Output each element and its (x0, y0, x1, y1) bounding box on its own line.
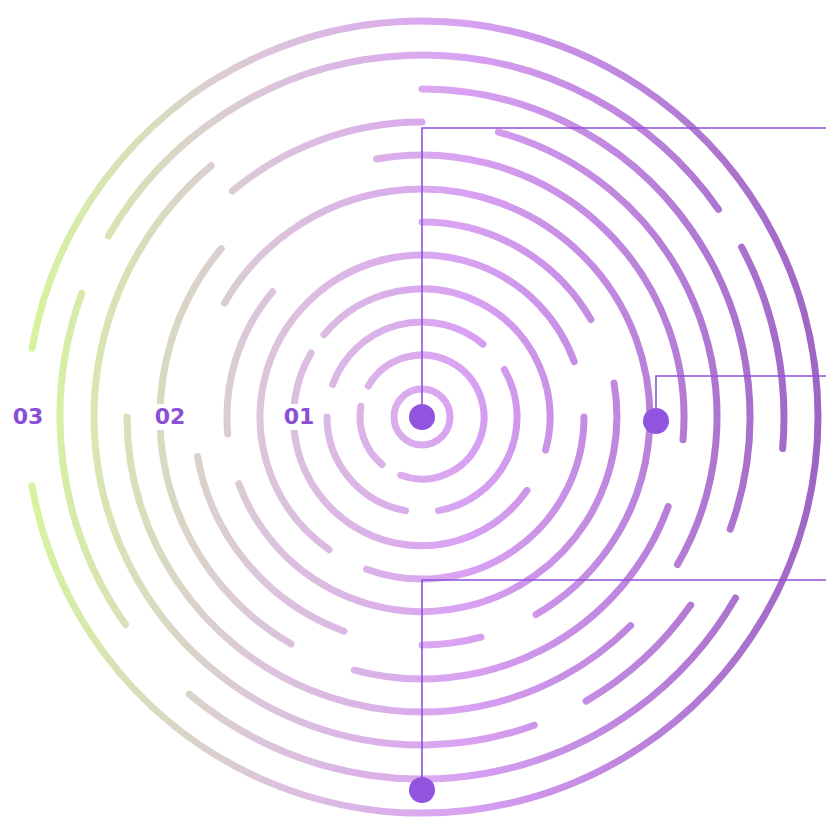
ring-number: 02 (152, 404, 189, 430)
ring-number: 01 (281, 404, 318, 430)
ring-arc (341, 255, 574, 362)
ring-arc (127, 417, 631, 712)
ring-arc (333, 322, 483, 385)
ring-arc (227, 292, 273, 434)
ring-number: 03 (10, 404, 47, 430)
ring-arc (422, 637, 481, 645)
ring-arc (60, 293, 125, 624)
ring-arc (360, 406, 382, 464)
ring-arc (586, 605, 691, 701)
marker-dot (409, 777, 435, 803)
ring-arc (368, 355, 484, 479)
ring-arcs (32, 21, 818, 813)
ring-arc (498, 132, 717, 564)
ring-arc (367, 417, 584, 579)
leader-line (422, 580, 826, 790)
leader-line (656, 376, 826, 421)
ring-arc (94, 166, 534, 745)
ring-arc (324, 289, 550, 450)
ring-arc (742, 247, 784, 449)
ring-arc (232, 122, 422, 191)
ring-arc (260, 258, 394, 550)
ring-arc (225, 189, 650, 614)
ring-arc (198, 457, 345, 632)
ring-arc (439, 370, 518, 511)
marker-dot (643, 408, 669, 434)
ring-arc (32, 21, 818, 813)
leader-line (422, 128, 826, 417)
ring-arc (294, 353, 527, 546)
ring-arc (189, 598, 735, 779)
ring-arc (239, 383, 617, 612)
ring-arc (422, 89, 750, 529)
ring-arc (327, 417, 406, 511)
leader-lines (422, 128, 826, 790)
marker-dot (409, 404, 435, 430)
ring-arc (354, 507, 668, 679)
